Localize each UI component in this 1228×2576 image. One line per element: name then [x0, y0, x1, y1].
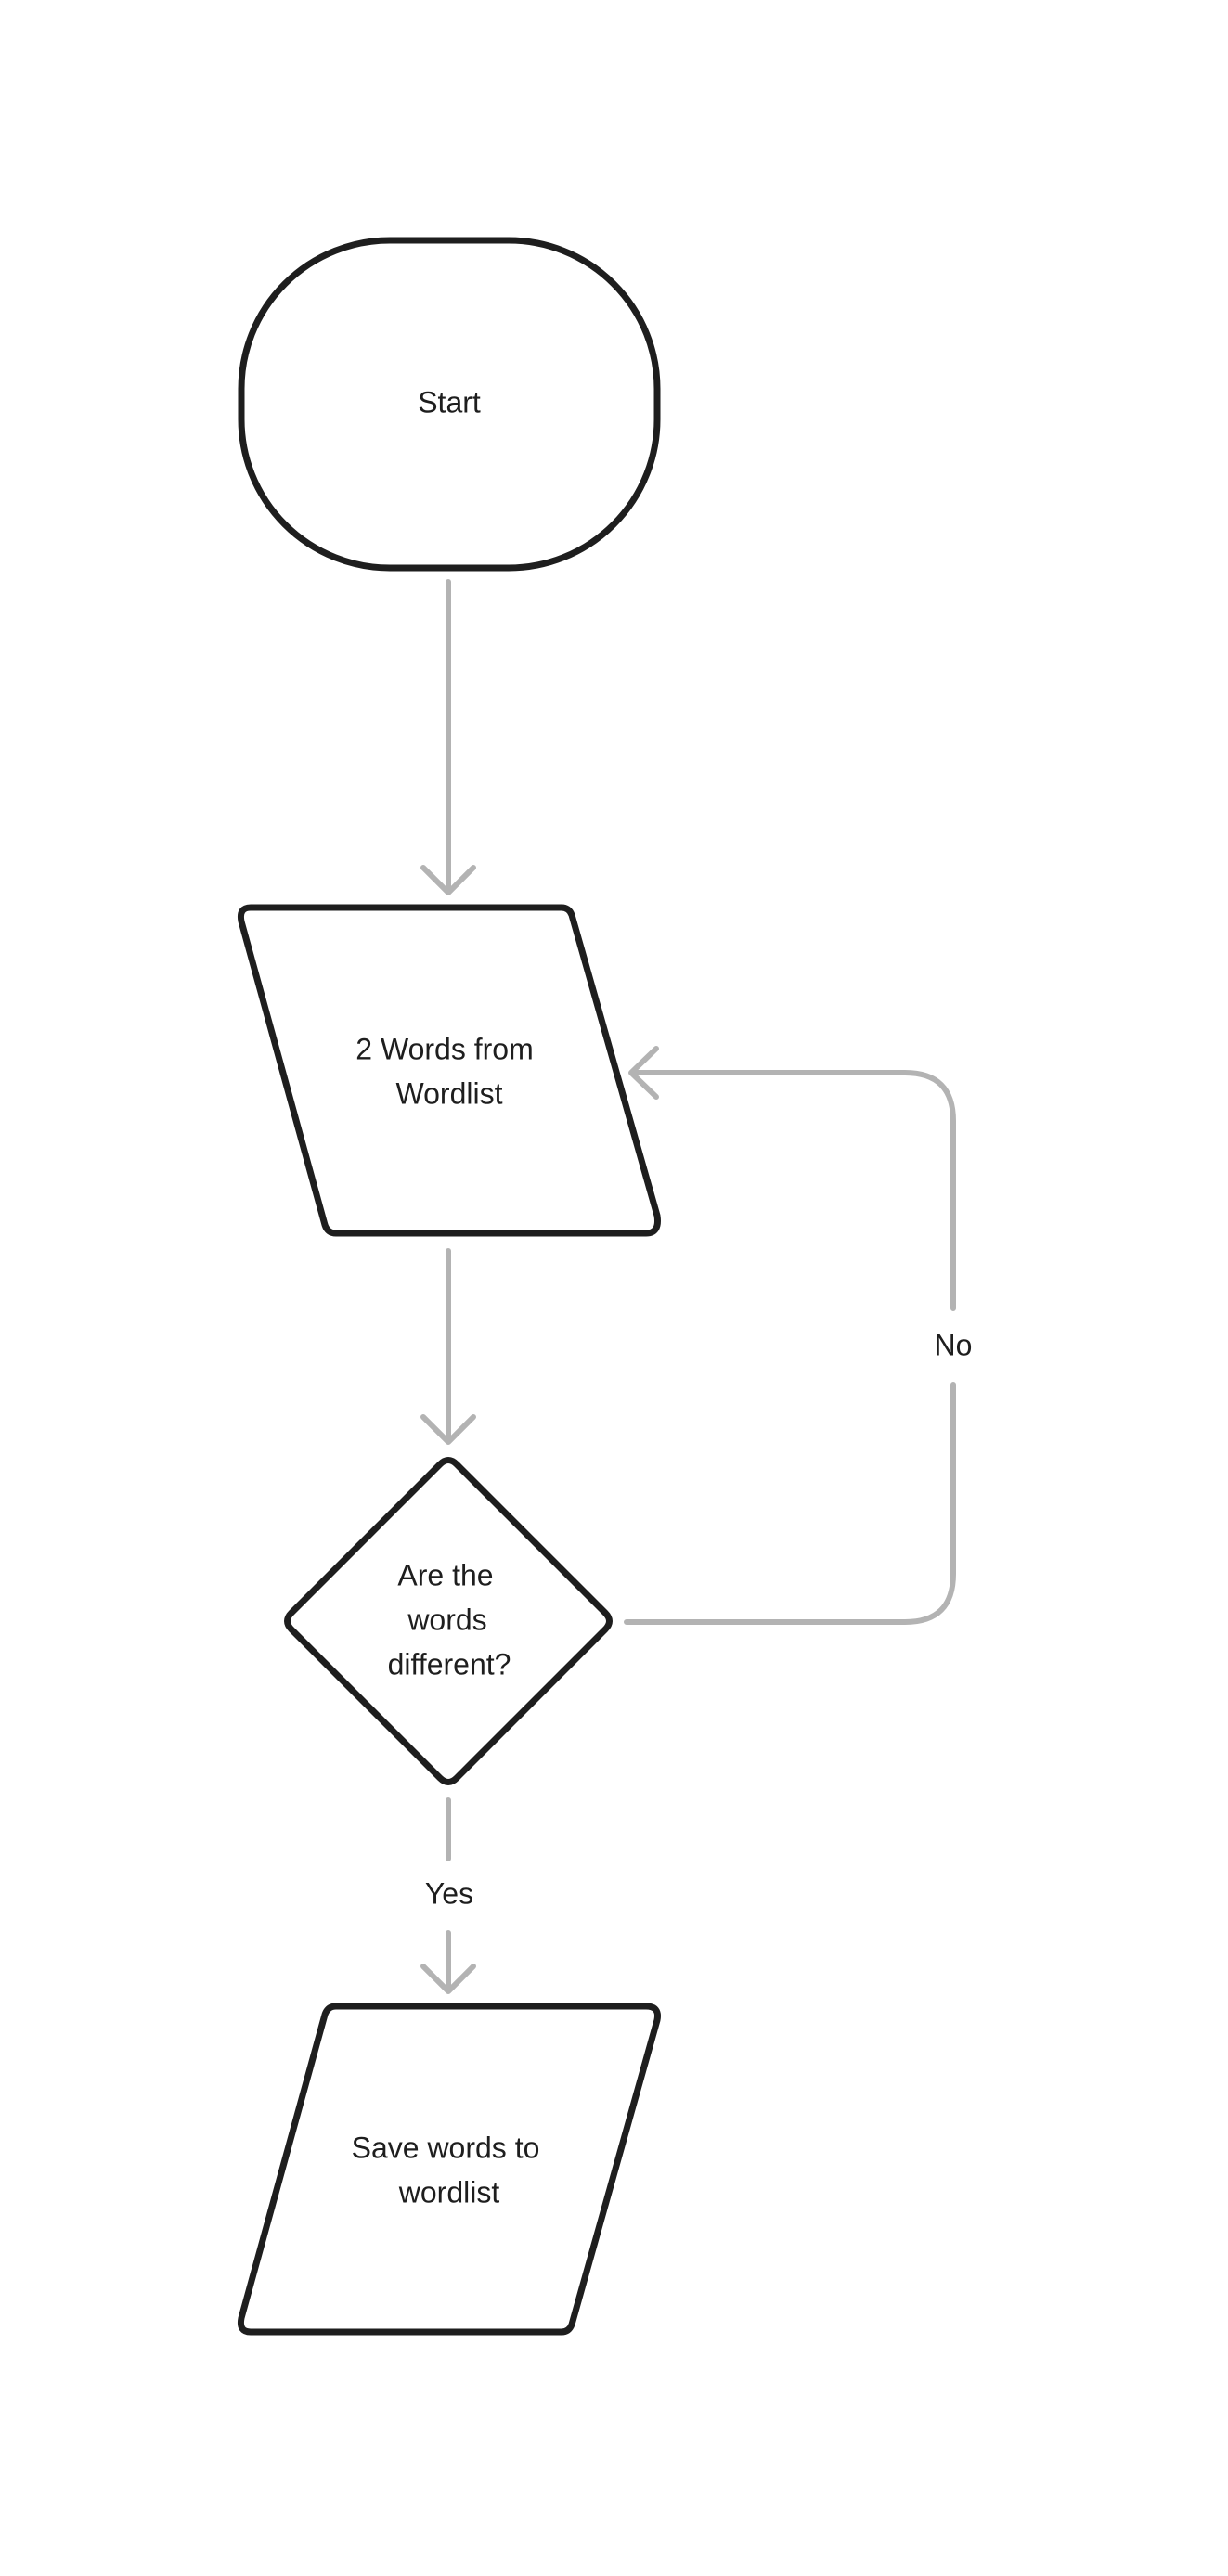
- edge-label-no: No: [935, 1328, 973, 1361]
- edges: [420, 579, 956, 1994]
- arrowhead-input-to-decision: [420, 1414, 476, 1445]
- decision-line-2: words: [407, 1603, 486, 1636]
- save-words-line-1: Save words to: [352, 2131, 540, 2164]
- save-words-node[interactable]: Save words to wordlist: [238, 2003, 661, 2336]
- edge-label-yes: Yes: [425, 1876, 473, 1910]
- input-words-node[interactable]: 2 Words from Wordlist: [238, 904, 661, 1237]
- decision-diamond-shape: [284, 1457, 613, 1785]
- save-parallelogram-shape: [238, 2003, 661, 2336]
- start-label: Start: [418, 385, 481, 419]
- decision-line-1: Are the: [397, 1558, 493, 1591]
- start-node[interactable]: Start: [238, 237, 661, 572]
- arrowhead-no-loop: [628, 1046, 659, 1100]
- arrowhead-start-to-input: [420, 865, 476, 895]
- input-words-line-2: Wordlist: [396, 1076, 503, 1110]
- input-parallelogram-shape: [238, 904, 661, 1237]
- decision-line-3: different?: [388, 1647, 511, 1681]
- edge-no-loop-lower: [624, 1382, 956, 1625]
- input-words-line-1: 2 Words from: [355, 1032, 533, 1065]
- edge-no-loop-upper: [630, 1070, 956, 1311]
- save-words-line-2: wordlist: [398, 2175, 500, 2209]
- decision-node[interactable]: Are the words different?: [284, 1457, 613, 1785]
- start-terminal-shape: [238, 237, 661, 572]
- arrowhead-yes: [420, 1964, 476, 1994]
